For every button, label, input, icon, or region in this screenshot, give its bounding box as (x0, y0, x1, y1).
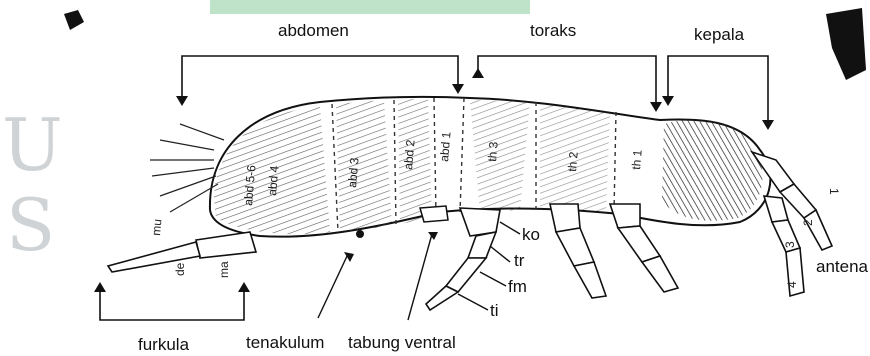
seg-label-dens: de (173, 262, 187, 276)
label-abdomen: abdomen (278, 21, 349, 40)
seg-label-abd-4: abd 4 (265, 165, 282, 196)
label-ti: ti (490, 301, 499, 320)
seg-label-abd-1: abd 1 (437, 131, 454, 162)
watermark-letter-u: U (2, 103, 63, 187)
abd-segment-3 (336, 100, 392, 232)
watermark-letter-s: S (6, 183, 55, 267)
corner-blotch-right (826, 8, 866, 80)
abdomen-bracket (182, 56, 458, 100)
seg-label-abd-2: abd 2 (401, 139, 418, 170)
label-toraks: toraks (530, 21, 576, 40)
ventral-tube-part (420, 206, 448, 222)
head-hatching (662, 120, 762, 221)
label-tenakulum: tenakulum (246, 333, 324, 352)
seg-label-ant-1: 1 (827, 188, 841, 195)
seg-label-ant-3: 3 (783, 241, 797, 248)
seg-label-th-3: th 3 (485, 141, 501, 162)
seg-label-th-2: th 2 (565, 151, 581, 172)
kepala-bracket (668, 56, 768, 124)
top-banner-strip (210, 0, 530, 14)
legs (426, 204, 678, 310)
seg-label-mucro: mu (149, 218, 164, 236)
seg-label-ant-4: 4 (785, 281, 799, 288)
seg-label-th-1: th 1 (629, 149, 645, 170)
seg-label-manubrium: ma (217, 261, 231, 278)
manubrium-part (196, 232, 256, 258)
label-ko: ko (522, 225, 540, 244)
thorax-segment-1 (470, 100, 530, 212)
label-tr: tr (514, 251, 525, 270)
seg-label-ant-2: 2 (801, 219, 815, 226)
label-fm: fm (508, 277, 527, 296)
label-furkula: furkula (138, 335, 190, 354)
label-kepala: kepala (694, 25, 745, 44)
seg-label-abd-3: abd 3 (345, 157, 362, 188)
corner-blotch-left (64, 10, 84, 30)
toraks-bracket (478, 56, 656, 106)
label-tabung-ventral: tabung ventral (348, 333, 456, 352)
tenakulum-part (356, 230, 364, 238)
furkula-bracket (100, 290, 244, 320)
label-antena: antena (816, 257, 869, 276)
